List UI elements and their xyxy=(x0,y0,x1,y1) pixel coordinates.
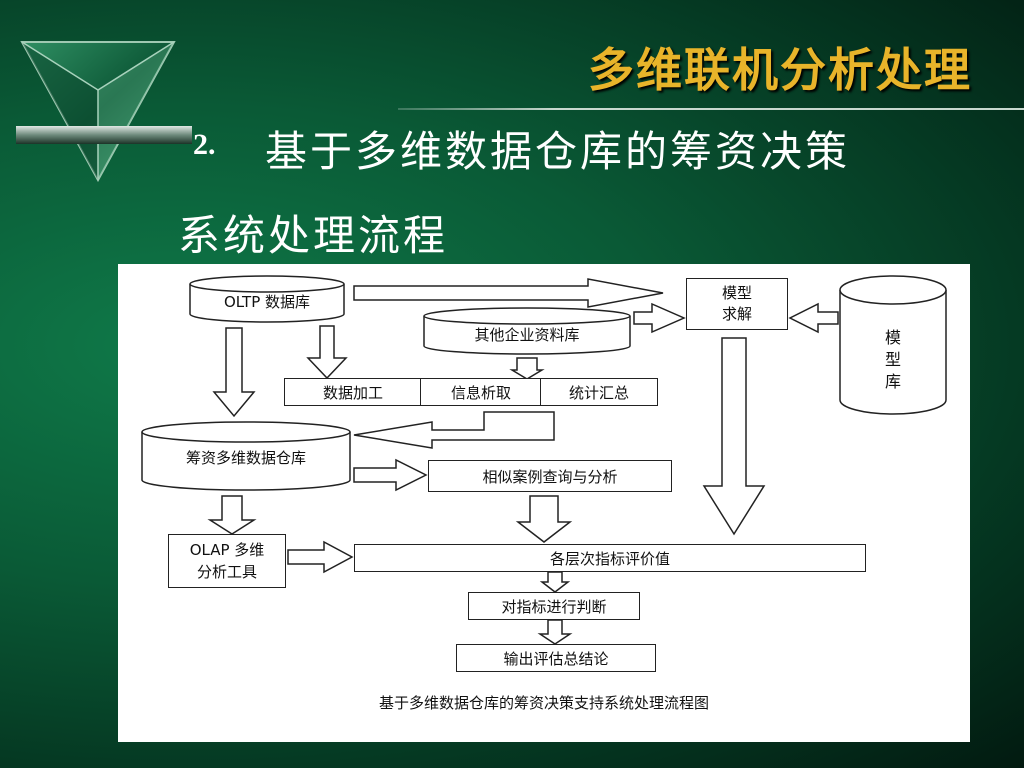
olap-tool-box: OLAP 多维 分析工具 xyxy=(168,534,286,588)
oltp-cylinder-top xyxy=(189,275,345,293)
arrow-judge-to-output xyxy=(537,619,573,645)
arrow-otherdb-to-model xyxy=(633,302,686,334)
model-library-char-3: 库 xyxy=(884,372,901,391)
model-solve-box: 模型 求解 xyxy=(686,278,788,330)
arrow-warehouse-to-case xyxy=(353,458,428,492)
oltp-cylinder-shape xyxy=(189,284,345,323)
model-solve-line-2: 求解 xyxy=(721,305,752,323)
other-database-label: 其他企业资料库 xyxy=(474,325,580,344)
olap-tool-line-1: OLAP 多维 xyxy=(189,541,265,559)
subtitle-number: 2. xyxy=(193,128,216,161)
model-library-char-1: 模 xyxy=(884,328,901,347)
arrow-oltp-to-model xyxy=(353,278,664,308)
arrow-warehouse-to-olap xyxy=(207,495,257,535)
stat-summary-box: 统计汇总 xyxy=(540,378,658,406)
arrow-oltp-to-processing xyxy=(306,325,348,380)
diagram-caption: 基于多维数据仓库的筹资决策支持系统处理流程图 xyxy=(378,694,709,712)
subtitle-line-1: 基于多维数据仓库的筹资决策 xyxy=(265,127,851,176)
slide-title: 多维联机分析处理 xyxy=(588,43,972,97)
warehouse-label: 筹资多维数据仓库 xyxy=(185,448,306,467)
arrow-model-to-indicators xyxy=(702,337,766,536)
model-lib-cylinder-top xyxy=(839,275,947,305)
flowchart-diagram: OLTP 数据库 其他企业资料库 数据加工 信息析取 统计汇总 筹资多维数据仓库… xyxy=(118,264,970,742)
judge-indicators-box: 对指标进行判断 xyxy=(468,592,640,620)
model-library-char-2: 型 xyxy=(884,350,901,369)
arrow-otherdb-to-processing xyxy=(509,357,545,380)
olap-tool-line-2: 分析工具 xyxy=(196,563,257,581)
arrow-olap-to-indicators xyxy=(287,540,354,574)
arrow-modellib-to-model xyxy=(788,302,839,334)
info-extract-box: 信息析取 xyxy=(420,378,542,406)
other-db-cylinder-top xyxy=(423,307,631,325)
title-divider xyxy=(398,108,1024,110)
output-conclusion-box: 输出评估总结论 xyxy=(456,644,656,672)
oltp-database-label: OLTP 数据库 xyxy=(223,292,311,311)
data-processing-box: 数据加工 xyxy=(284,378,422,406)
similar-case-box: 相似案例查询与分析 xyxy=(428,460,672,492)
flowchart-shapes xyxy=(141,275,947,645)
model-library-label: 模 型 库 xyxy=(840,320,946,400)
arrow-indicators-to-judge xyxy=(539,571,571,593)
subtitle-line-2: 系统处理流程 xyxy=(178,211,449,260)
arrow-processing-to-warehouse xyxy=(353,411,555,449)
other-db-cylinder-shape xyxy=(423,316,631,355)
model-lib-cylinder-shape xyxy=(839,290,947,415)
indicator-values-box: 各层次指标评价值 xyxy=(354,544,866,572)
pyramid-logo-icon xyxy=(16,41,192,183)
model-solve-line-1: 模型 xyxy=(721,284,752,302)
warehouse-cylinder-shape xyxy=(141,432,351,491)
arrow-oltp-to-warehouse xyxy=(212,327,256,418)
arrow-case-to-indicators xyxy=(515,495,573,543)
warehouse-cylinder-top xyxy=(141,421,351,443)
